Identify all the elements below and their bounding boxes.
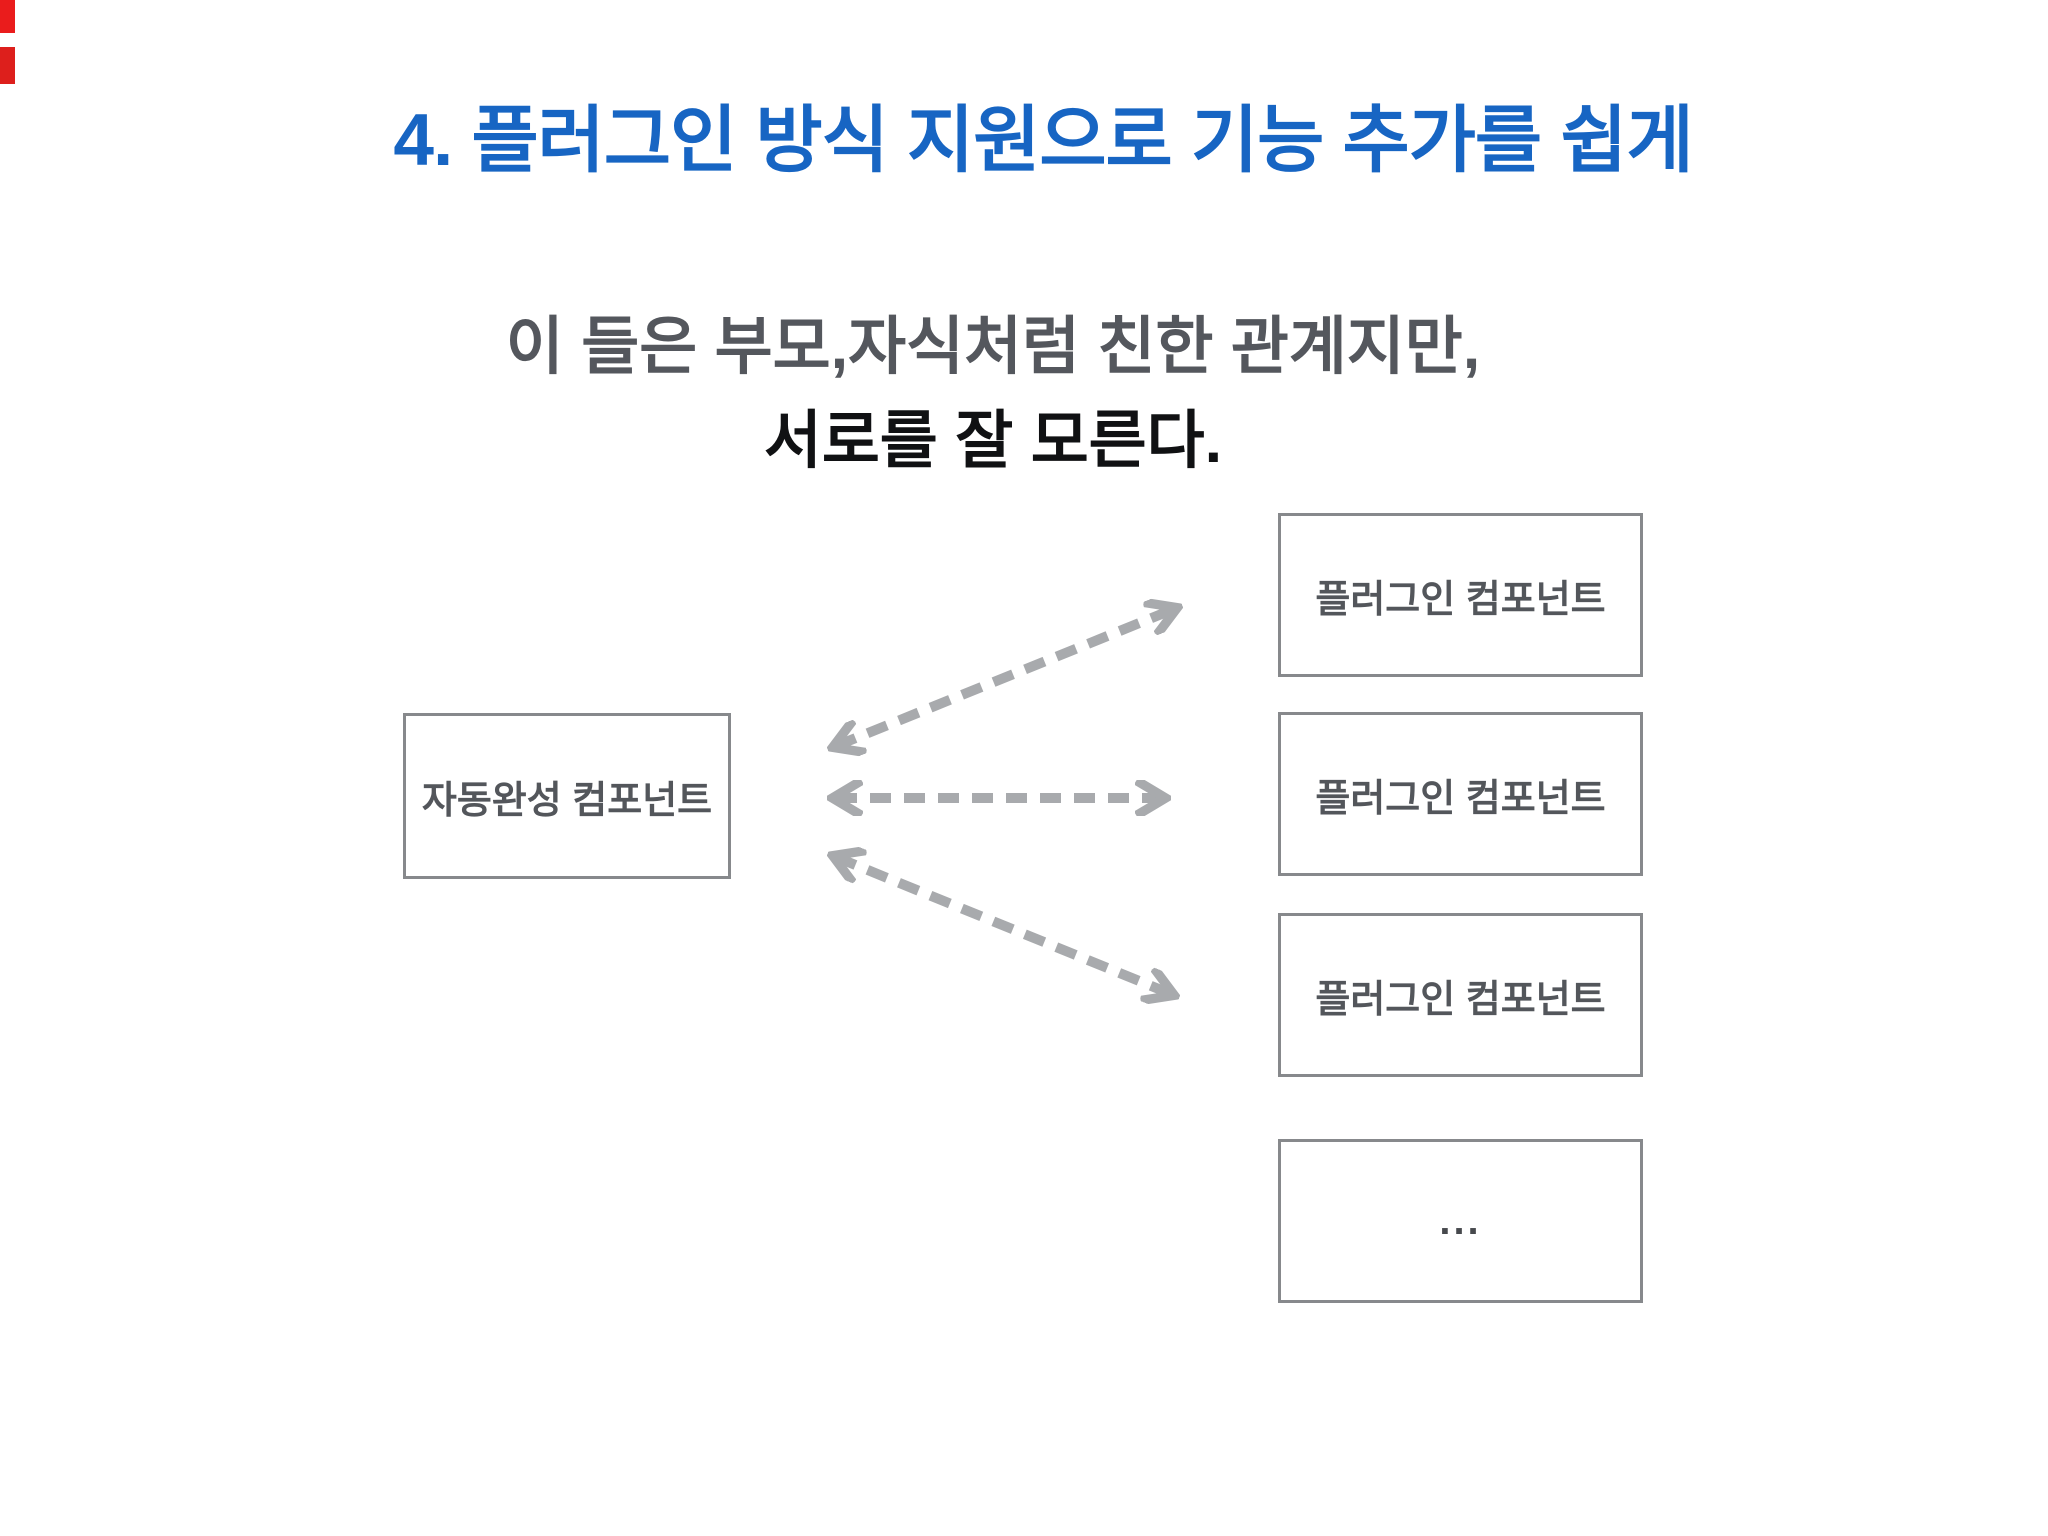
plugin-component-box-2: 플러그인 컴포넌트 [1278, 712, 1643, 876]
plugin-component-label-3: 플러그인 컴포넌트 [1315, 978, 1606, 1021]
autocomplete-component-label: 자동완성 컴포넌트 [421, 779, 713, 822]
red-marker-top [0, 0, 15, 33]
subtitle-line-2: 서로를 잘 모른다. [763, 406, 1223, 476]
ellipsis-label: ... [1439, 1198, 1482, 1243]
plugin-more-box: ... [1278, 1139, 1643, 1303]
arrow-bottom-diagonal [836, 857, 1171, 994]
subtitle-line-1: 이 들은 부모,자식처럼 친한 관계지만, [505, 312, 1481, 382]
arrow-top-diagonal [836, 609, 1174, 746]
plugin-component-box-1: 플러그인 컴포넌트 [1278, 513, 1643, 677]
page-title: 4. 플러그인 방식 지원으로 기능 추가를 쉽게 [393, 100, 1693, 181]
plugin-component-box-3: 플러그인 컴포넌트 [1278, 913, 1643, 1077]
autocomplete-component-box: 자동완성 컴포넌트 [403, 713, 731, 879]
red-marker-bottom [0, 47, 15, 84]
plugin-component-label-1: 플러그인 컴포넌트 [1315, 578, 1606, 621]
plugin-component-label-2: 플러그인 컴포넌트 [1315, 777, 1606, 820]
